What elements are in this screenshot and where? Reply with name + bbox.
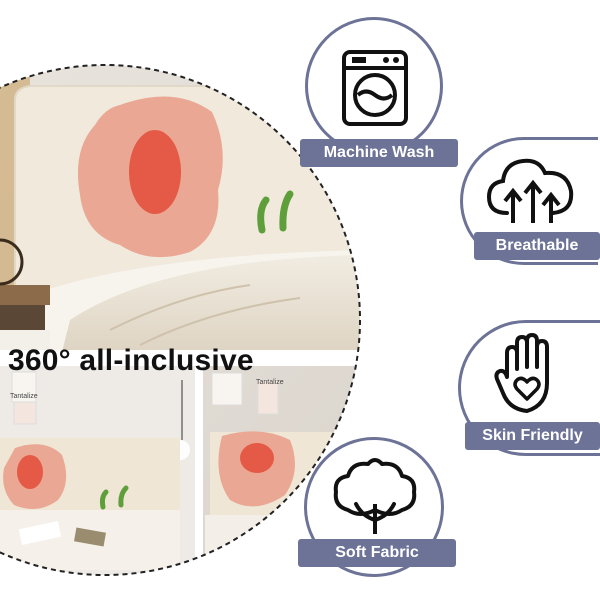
feature-label: Breathable (474, 232, 600, 260)
poster-brand-text: Tantalize (10, 393, 38, 400)
cotton-flower-icon (333, 458, 417, 534)
hand-heart-icon (494, 333, 549, 413)
poster-brand-text-2: Tantalize (256, 379, 284, 386)
headline-text: 360° all-inclusive (8, 344, 254, 377)
feature-breathable: Breathable (458, 135, 600, 265)
washing-machine-icon (342, 50, 408, 126)
feature-skin-friendly: Skin Friendly (455, 318, 600, 458)
feature-machine-wash: Machine Wash (300, 15, 465, 167)
feature-soft-fabric: Soft Fabric (298, 435, 463, 585)
feature-label: Soft Fabric (298, 539, 456, 567)
cloud-arrows-icon (486, 158, 574, 223)
feature-label: Skin Friendly (465, 422, 600, 450)
feature-label: Machine Wash (300, 139, 458, 167)
